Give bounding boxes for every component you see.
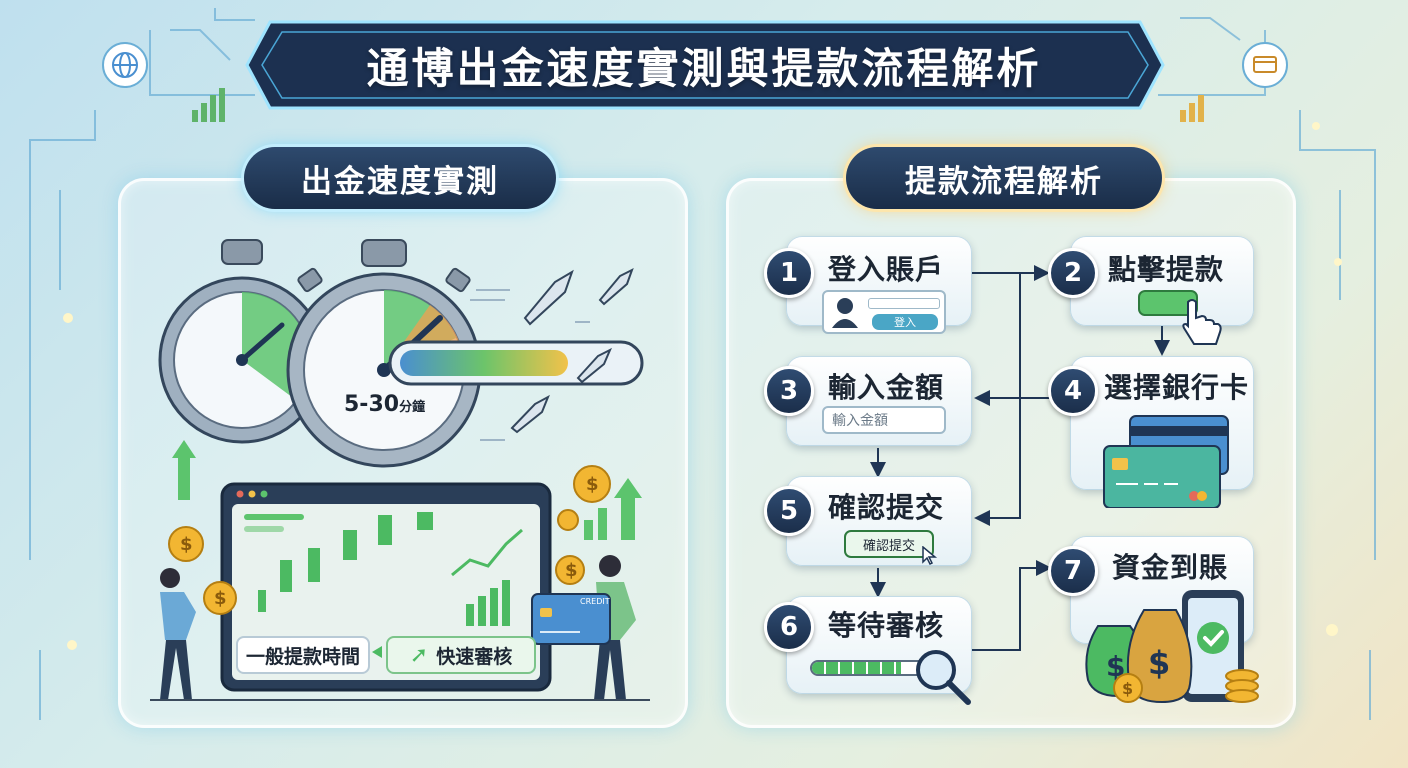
gauge-value: 5-30分鐘 xyxy=(344,392,426,417)
magnifier-icon xyxy=(916,650,971,705)
gauge-unit: 分鐘 xyxy=(399,400,426,415)
svg-text:$: $ xyxy=(1122,679,1133,698)
process-heading: 提款流程解析 xyxy=(846,147,1162,209)
speed-heading: 出金速度實測 xyxy=(244,147,556,209)
step-number-1: 1 xyxy=(764,248,814,298)
confirm-submit-button[interactable]: 確認提交 xyxy=(844,530,934,558)
step-label-3: 輸入金額 xyxy=(828,371,945,404)
bank-cards-icon xyxy=(1103,415,1229,508)
step-label-7: 資金到賬 xyxy=(1112,551,1229,584)
step-number-7: 7 xyxy=(1048,546,1098,596)
review-progress-fill xyxy=(812,662,901,674)
step-label-6: 等待審核 xyxy=(828,609,945,642)
step-number-3: 3 xyxy=(764,366,814,416)
fast-review-button[interactable]: ➚ 快速審核 xyxy=(386,636,536,674)
page-title: 通博出金速度實測與提款流程解析 xyxy=(366,43,1042,93)
step-number-2: 2 xyxy=(1048,248,1098,298)
hand-pointer-icon xyxy=(1182,299,1222,345)
card-icon xyxy=(1253,56,1277,73)
coin-icon: $ xyxy=(1113,669,1259,703)
step-label-2: 點擊提款 xyxy=(1108,253,1225,286)
step-number-6: 6 xyxy=(764,602,814,652)
svg-text:$: $ xyxy=(1106,650,1125,683)
step-number-4: 4 xyxy=(1048,366,1098,416)
step-label-4: 選擇銀行卡 xyxy=(1104,371,1250,404)
amount-input[interactable]: 輸入金額 xyxy=(822,406,946,434)
phone-icon xyxy=(1182,590,1244,702)
cursor-icon xyxy=(922,546,938,566)
svg-text:$: $ xyxy=(1148,644,1170,682)
step-label-5: 確認提交 xyxy=(828,491,945,524)
funds-arrived-illustration: $ $ $ xyxy=(1085,590,1259,704)
user-icon xyxy=(832,298,858,328)
process-heading-text: 提款流程解析 xyxy=(905,163,1103,200)
title-banner xyxy=(245,20,1165,110)
step-number-5: 5 xyxy=(764,486,814,536)
bar-chart-icon xyxy=(192,88,225,122)
trend-up-icon: ➚ xyxy=(409,642,429,668)
bar-chart-icon xyxy=(1180,95,1204,122)
normal-withdraw-button[interactable]: 一般提款時間 xyxy=(236,636,370,674)
speed-heading-text: 出金速度實測 xyxy=(301,163,499,200)
card-text: CREDIT xyxy=(580,597,610,606)
login-field-line xyxy=(868,298,940,309)
login-button[interactable]: 登入 xyxy=(872,314,938,330)
globe-icon xyxy=(112,52,138,78)
fast-review-label: 快速審核 xyxy=(436,645,513,668)
review-progress-bar xyxy=(810,660,928,676)
normal-withdraw-label: 一般提款時間 xyxy=(245,645,360,668)
step-label-1: 登入賬戶 xyxy=(828,253,945,286)
